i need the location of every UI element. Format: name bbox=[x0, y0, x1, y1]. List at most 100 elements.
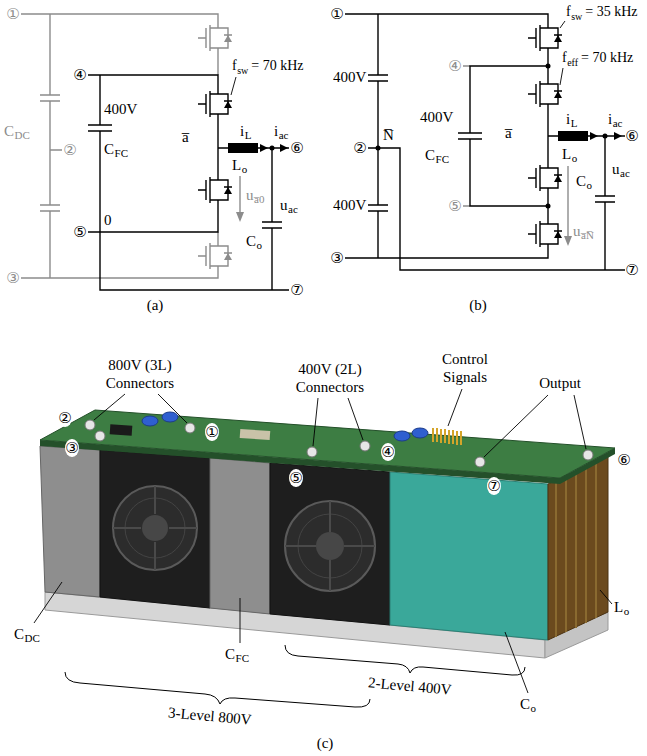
terminal-number: ① bbox=[205, 423, 218, 441]
converter-photo bbox=[452, 430, 454, 444]
label: 0 bbox=[104, 211, 112, 229]
terminal-number: ③ bbox=[330, 249, 343, 267]
subscript: FC bbox=[236, 652, 249, 665]
circuit-b bbox=[546, 204, 551, 209]
label: L bbox=[232, 156, 241, 174]
converter-photo bbox=[142, 416, 158, 426]
terminal-number: ④ bbox=[381, 443, 394, 461]
converter-photo bbox=[444, 429, 446, 443]
callout-label: 400V (2L) Connectors bbox=[280, 360, 380, 396]
panel-label: (c) bbox=[317, 734, 334, 752]
terminal-number: ① bbox=[6, 5, 19, 23]
subscript: FC bbox=[436, 153, 449, 166]
mosfet-symbol bbox=[198, 84, 232, 124]
terminal-number: ⑤ bbox=[289, 469, 302, 487]
converter-photo bbox=[460, 431, 462, 445]
circuit-a bbox=[270, 146, 275, 151]
converter-photo bbox=[40, 410, 615, 658]
leader-lines bbox=[240, 598, 241, 643]
label: C bbox=[576, 172, 586, 190]
leader-lines bbox=[505, 632, 528, 693]
circuit-a bbox=[88, 75, 289, 290]
subscript: o bbox=[242, 163, 248, 176]
callout-label: 800V (3L) Connectors bbox=[90, 356, 190, 392]
terminal-number: ④ bbox=[448, 57, 461, 75]
converter-photo bbox=[95, 431, 105, 441]
panel-label: (a) bbox=[147, 296, 164, 314]
converter-photo bbox=[40, 446, 100, 597]
subscript: o bbox=[624, 605, 630, 618]
converter-photo bbox=[316, 532, 344, 560]
terminal-number: ⑥ bbox=[617, 451, 630, 469]
label: u bbox=[280, 196, 288, 214]
terminal-number: ④ bbox=[73, 66, 86, 84]
converter-photo bbox=[85, 420, 593, 467]
converter-photo bbox=[556, 462, 596, 637]
circuit-a bbox=[218, 148, 289, 290]
converter-photo bbox=[162, 412, 178, 422]
grey-circuit-a bbox=[40, 14, 62, 278]
label: a̅ bbox=[505, 124, 512, 142]
subscript: o bbox=[587, 179, 593, 192]
label: 400V bbox=[104, 100, 137, 118]
grey-circuit-b bbox=[463, 66, 470, 206]
label: f bbox=[232, 58, 237, 75]
subscript: o bbox=[257, 239, 263, 252]
bracket bbox=[65, 645, 525, 707]
label: N̅ bbox=[383, 126, 394, 144]
converter-photo bbox=[583, 450, 593, 460]
label: L bbox=[614, 598, 623, 616]
circuit-b bbox=[590, 132, 622, 140]
converter-photo bbox=[412, 428, 428, 438]
subscript: a̅0 bbox=[254, 193, 264, 206]
label: C bbox=[520, 695, 530, 713]
leader-lines bbox=[34, 582, 62, 623]
subscript: DC bbox=[25, 632, 40, 645]
converter-photo bbox=[185, 423, 195, 433]
converter-photo bbox=[436, 428, 438, 442]
converter-photo bbox=[210, 458, 270, 614]
leader-lines bbox=[600, 590, 612, 604]
converter-photo bbox=[100, 450, 210, 608]
leader-lines bbox=[448, 389, 462, 426]
panel-label: Output bbox=[539, 374, 581, 392]
label: = 70 kHz bbox=[581, 50, 633, 67]
subscript: o bbox=[572, 152, 578, 165]
converter-photo bbox=[440, 429, 442, 443]
circuit-b bbox=[376, 146, 381, 151]
circuit-a bbox=[228, 143, 258, 153]
mosfet-symbol bbox=[528, 74, 562, 114]
converter-photo bbox=[394, 431, 410, 441]
terminal-number: ③ bbox=[65, 439, 78, 457]
mosfet-symbol bbox=[528, 18, 562, 58]
terminal-number: ① bbox=[330, 5, 343, 23]
leader-lines bbox=[484, 395, 586, 457]
grey-circuit-a bbox=[239, 176, 240, 214]
label: = 35 kHz bbox=[585, 4, 637, 21]
terminal-number: ⑤ bbox=[448, 197, 461, 215]
converter-photo bbox=[432, 428, 462, 445]
label: C bbox=[225, 645, 235, 663]
converter-photo bbox=[307, 447, 317, 457]
circuit-b bbox=[603, 134, 608, 139]
callout-label: Control Signals bbox=[425, 350, 505, 386]
bracket bbox=[285, 645, 525, 675]
grey-circuit-b bbox=[567, 166, 568, 238]
converter-photo bbox=[240, 429, 271, 440]
label: 400V bbox=[333, 196, 366, 214]
mosfet-symbol bbox=[198, 170, 232, 210]
subscript: L bbox=[245, 129, 252, 142]
panel-label: (b) bbox=[469, 296, 487, 314]
subscript: eff bbox=[567, 57, 578, 69]
converter-photo bbox=[448, 430, 450, 444]
label: u bbox=[612, 160, 620, 178]
circuit-b bbox=[548, 136, 625, 270]
leader-lines bbox=[34, 389, 612, 693]
terminal-number: ② bbox=[58, 409, 71, 427]
subscript: ac bbox=[613, 117, 623, 130]
label: i bbox=[240, 122, 244, 140]
label: u bbox=[246, 186, 254, 204]
terminal-number: ⑤ bbox=[73, 223, 86, 241]
label: a̅ bbox=[182, 128, 189, 146]
